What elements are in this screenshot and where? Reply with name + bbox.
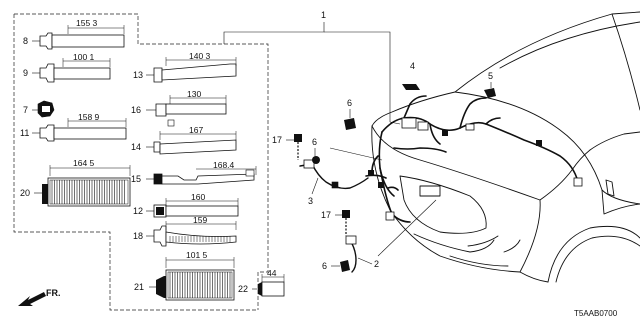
callout-6c: 6 [322,261,327,271]
tape-13 [161,63,237,81]
dimension-18: 159 [193,215,207,225]
callout-1: 1 [321,10,326,20]
callout-4: 4 [410,61,415,71]
callout-20: 20 [20,188,30,198]
dimension-16: 130 [187,89,201,99]
part-4: 4 [402,61,420,90]
tape-15 [161,173,255,185]
callout-7: 7 [23,105,28,115]
callout-21: 21 [134,282,144,292]
part-15: 15 168.4 [131,160,257,185]
part-6c: 6 [322,260,350,272]
callout-6b: 6 [312,137,317,147]
tape-9 [53,67,111,80]
clip-8-icon [39,32,53,50]
clip-17b-icon [342,210,350,218]
dimension-9: 100 1 [73,52,95,62]
tape-16 [165,103,227,115]
front-direction-arrow: FR. [18,288,61,306]
callout-11: 11 [20,128,29,138]
dimension-13: 140 3 [189,51,211,61]
callout-12: 12 [133,206,143,216]
dimension-8: 155 3 [76,18,98,28]
clip-22-icon [258,282,262,296]
part-22: 22 44 [238,268,285,297]
relay-4-icon [402,84,420,90]
tape-11 [53,127,127,140]
bracket-13-icon [153,67,163,83]
part-8: 8 155 3 [23,18,125,50]
callout-17a: 17 [272,135,282,145]
part-5: 5 [484,71,496,98]
corrugated-tube-20 [47,177,131,207]
part-12: 12 160 [133,192,239,218]
tape-22 [261,281,285,297]
callout-13: 13 [133,70,143,80]
callout-6a: 6 [347,98,352,108]
callout-16: 16 [131,105,141,115]
clip-20-icon [42,184,48,204]
bolt-5-icon [484,88,496,98]
bolt-6c-icon [340,260,350,272]
part-13: 13 140 3 [133,51,237,83]
clip-21-icon [156,276,166,298]
callout-1-group: 1 [223,10,401,125]
callout-2-group: 2 [357,199,437,269]
part-17a: 17 [272,134,302,160]
part-11: 11 158 9 [20,112,127,142]
tape-12 [165,205,239,217]
part-14: 14 167 [131,125,237,155]
part-20: 20 164 5 [20,158,131,207]
tape-8 [51,34,125,48]
part-16: 16 130 [131,89,227,127]
dimension-21: 101 5 [186,250,208,260]
clip-18-icon [153,225,167,247]
callout-2: 2 [374,259,379,269]
tape-18 [165,231,237,245]
dimension-14: 167 [189,125,203,135]
callout-9: 9 [23,68,28,78]
part-3-harness [299,159,369,190]
callout-3: 3 [308,196,313,206]
dimension-20: 164 5 [73,158,95,168]
callout-3-group: 3 [308,147,383,206]
dimension-12: 160 [191,192,205,202]
clip-14-icon [153,141,161,153]
callout-5: 5 [488,71,493,81]
part-21: 21 101 5 [134,250,235,301]
clip-17a-icon [294,134,302,142]
bolt-6b-icon [312,156,320,164]
harness-connectors [368,117,583,221]
callout-22: 22 [238,284,248,294]
tape-14 [159,139,237,155]
front-arrow-icon [18,292,46,306]
front-label: FR. [46,288,61,298]
part-17b: 17 [321,210,350,236]
diagram-code: T5AAB0700 [574,309,618,318]
wire-harness [365,95,579,223]
part-7: 7 [23,100,55,118]
dimension-11: 158 9 [78,112,100,122]
clip-11-icon [39,124,55,142]
callout-17b: 17 [321,210,331,220]
dimension-15: 168.4 [213,160,235,170]
callout-14: 14 [131,142,141,152]
clip-15-icon [153,173,163,185]
callout-8: 8 [23,36,28,46]
clip-9-icon [39,63,55,83]
part-9: 9 100 1 [23,52,111,83]
vehicle-outline [371,11,640,283]
part-2-harness [345,235,357,273]
part-18: 18 159 [133,215,237,247]
callout-15: 15 [131,174,141,184]
dimension-22: 44 [267,268,277,278]
clip-16-icon [155,103,167,117]
part-6b: 6 [312,137,320,164]
part-6a: 6 [344,98,356,130]
callout-18: 18 [133,231,143,241]
bolt-6a-icon [344,118,356,130]
